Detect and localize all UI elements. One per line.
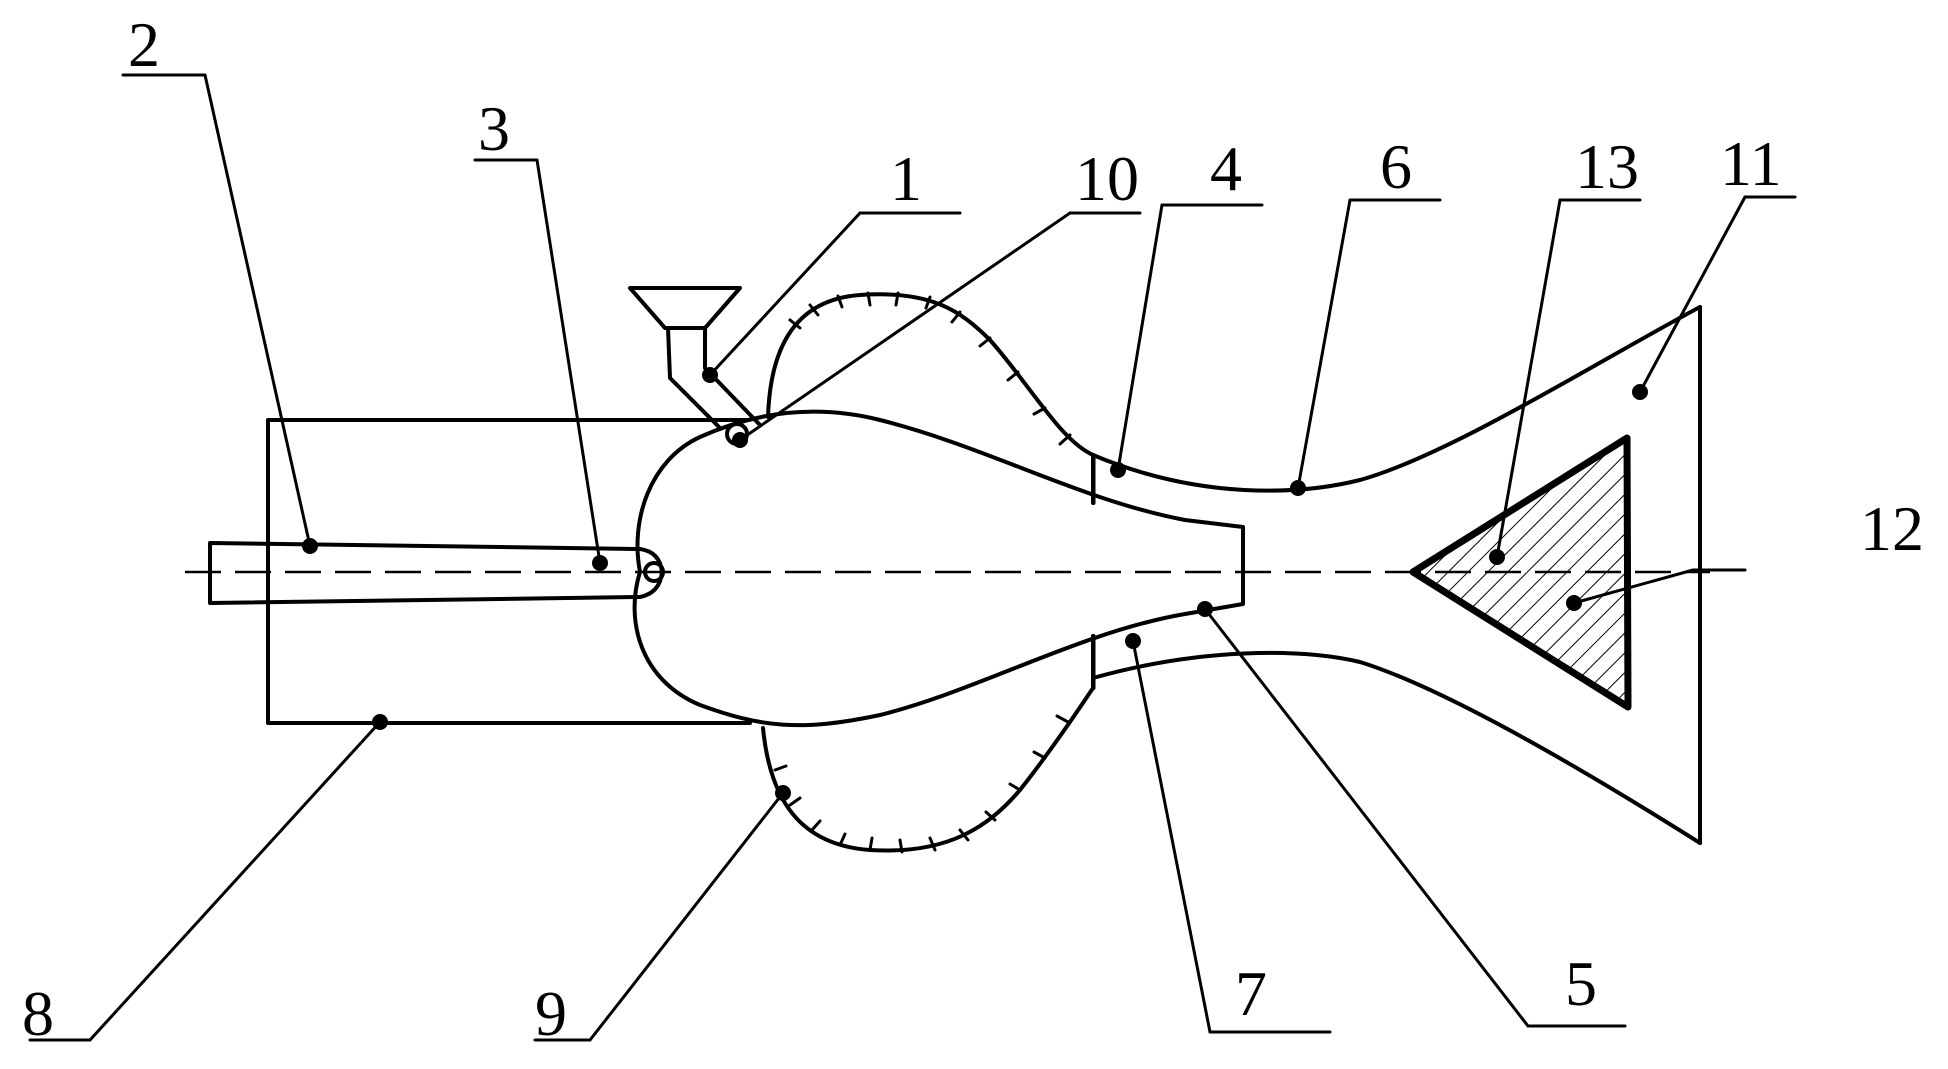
callout-10: 10 [1075, 143, 1139, 214]
tube-nozzle [643, 561, 665, 583]
feed-funnel [628, 286, 742, 330]
bellows-lower [761, 686, 1095, 853]
leader-dots [302, 367, 1648, 801]
outer-horn-upper [1091, 305, 1702, 493]
callout-3: 3 [478, 93, 510, 164]
callout-1: 1 [890, 143, 922, 214]
bellows-upper [766, 292, 1095, 457]
bellows-ticks [773, 291, 1072, 854]
housing-body [266, 418, 752, 725]
outer-horn-lower [1091, 650, 1702, 845]
collar-lower [1091, 634, 1096, 690]
leader-lines [28, 73, 1797, 1042]
target-hatched [1409, 434, 1632, 711]
callout-7: 7 [1235, 958, 1267, 1029]
feed-pipe [666, 326, 762, 430]
callout-11: 11 [1720, 128, 1782, 199]
bulb-chamber [632, 409, 1245, 728]
collar-upper [1091, 453, 1096, 505]
callout-9: 9 [535, 978, 567, 1049]
callout-13: 13 [1575, 131, 1639, 202]
input-tube [208, 541, 642, 605]
callout-8: 8 [22, 978, 54, 1049]
callout-6: 6 [1380, 131, 1412, 202]
callout-12: 12 [1860, 493, 1924, 564]
callout-5: 5 [1565, 948, 1597, 1019]
callout-2: 2 [128, 9, 160, 80]
callout-4: 4 [1210, 133, 1242, 204]
